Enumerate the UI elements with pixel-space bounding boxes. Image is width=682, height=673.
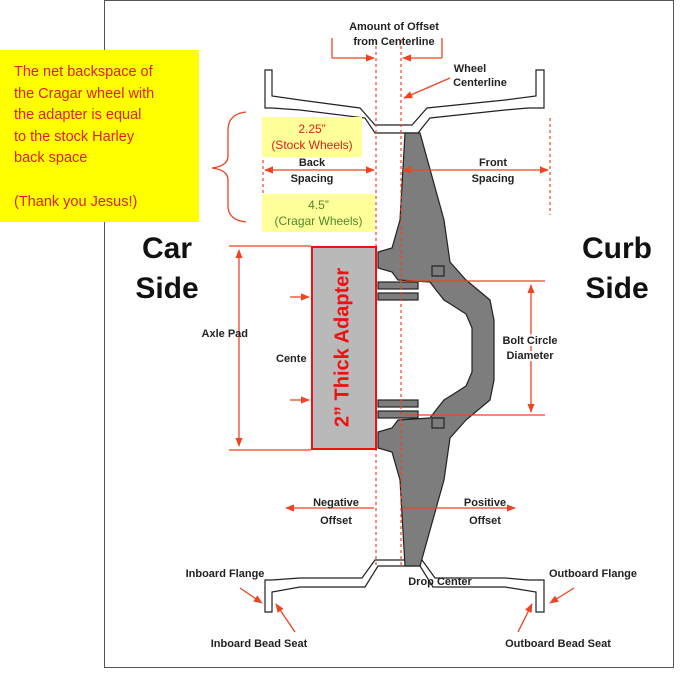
back-spacing-label: Back (299, 157, 326, 169)
inboard-flange-label: Inboard Flange (186, 568, 265, 580)
car-side-label-2: Side (135, 272, 198, 305)
negative-offset-label: Negative (313, 497, 359, 509)
adapter-plate: 2” Thick Adapter (311, 246, 377, 450)
wheel-centerline-label-2: Centerline (453, 77, 507, 89)
inboard-bead-label: Inboard Bead Seat (211, 638, 308, 650)
center-label: Cente (276, 353, 307, 365)
cragar-spacing-value: 4.5” (308, 198, 329, 212)
note-box: The net backspace of the Cragar wheel wi… (0, 50, 199, 222)
axle-pad-label: Axle Pad (202, 328, 248, 340)
arrows (229, 38, 575, 633)
note-line: the Cragar wheel with (14, 85, 155, 102)
curb-side-label-2: Side (585, 272, 648, 305)
bolt-circle-label: Bolt Circle (502, 335, 557, 347)
wheel-centerline-label: Wheel (454, 63, 486, 75)
note-thanks: (Thank you Jesus!) (14, 193, 138, 210)
positive-offset-label-2: Offset (469, 515, 501, 527)
bolt-circle-label-2: Diameter (506, 350, 554, 362)
negative-offset-label-2: Offset (320, 515, 352, 527)
diagram-frame (104, 0, 674, 668)
note-line: back space (14, 150, 88, 166)
offset-amount-label-2: from Centerline (353, 36, 434, 48)
front-spacing-label: Front (479, 157, 507, 169)
note-line: the adapter is equal (14, 107, 142, 123)
note-line: The net backspace of (14, 64, 153, 80)
back-spacing-label-2: Spacing (291, 173, 334, 185)
outboard-bead-label: Outboard Bead Seat (505, 638, 611, 650)
stock-spacing-caption: (Stock Wheels) (271, 138, 353, 152)
front-spacing-label-2: Spacing (472, 173, 515, 185)
drop-center-label: Drop Center (408, 576, 472, 588)
wheel-profile (264, 69, 545, 613)
cragar-spacing-caption: (Cragar Wheels) (274, 214, 363, 228)
positive-offset-label: Positive (464, 497, 506, 509)
stock-spacing-value: 2.25” (298, 122, 326, 136)
car-side-label: Car (142, 232, 192, 265)
note-line: to the stock Harley (14, 128, 135, 145)
curb-side-label: Curb (582, 232, 652, 265)
outboard-flange-label: Outboard Flange (549, 568, 637, 580)
backspace-bracket (211, 111, 247, 223)
stock-spacing-box: 2.25” (Stock Wheels) (262, 117, 362, 157)
offset-amount-label: Amount of Offset (349, 21, 439, 33)
cragar-spacing-box: 4.5” (Cragar Wheels) (262, 194, 375, 232)
adapter-label: 2” Thick Adapter (331, 267, 354, 428)
